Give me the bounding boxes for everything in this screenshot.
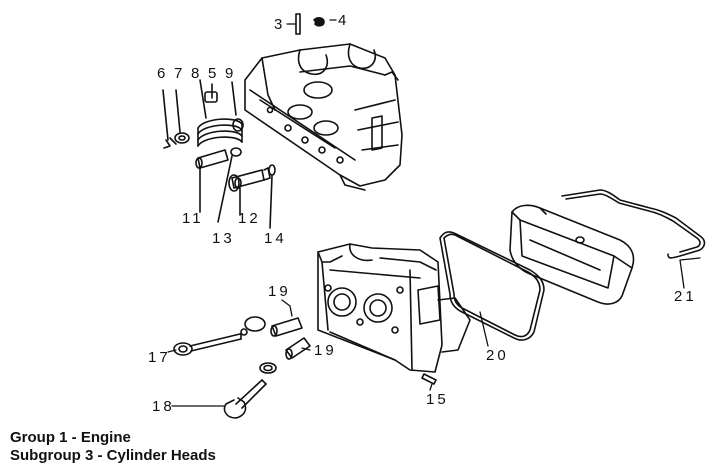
callout-8: 8 xyxy=(191,65,203,82)
cover-gasket-part-20 xyxy=(439,231,545,341)
nut-part-4 xyxy=(313,17,325,27)
callout-6: 6 xyxy=(157,65,169,82)
washer-part-14 xyxy=(268,164,276,229)
rocker-shaft-part-12 xyxy=(228,167,271,216)
washer-part-9 xyxy=(231,81,244,132)
retaining-clip-part-21 xyxy=(561,189,706,259)
exhaust-valve-part-17 xyxy=(173,328,248,356)
callout-5: 5 xyxy=(208,65,220,82)
valve-cover xyxy=(509,204,635,305)
callout-14: 14 xyxy=(264,230,287,247)
valve-spring-part-8 xyxy=(197,79,243,147)
intake-valve-part-18 xyxy=(223,362,277,419)
lower-cylinder-head xyxy=(317,243,471,373)
callout-15: 15 xyxy=(426,391,449,408)
valve-guide-part-11 xyxy=(195,149,229,213)
callout-13: 13 xyxy=(212,230,235,247)
valve-guide-part-5 xyxy=(204,83,218,103)
callout-4: 4 xyxy=(338,12,350,29)
callout-12: 12 xyxy=(238,210,261,227)
spring-retainer-part-7 xyxy=(174,89,190,144)
valve-guide-lower-part-19 xyxy=(285,337,311,360)
callout-21: 21 xyxy=(674,288,697,305)
leader-lines xyxy=(167,19,701,407)
callout-17: 17 xyxy=(148,349,171,366)
callout-3: 3 xyxy=(274,16,286,33)
stud-part-15 xyxy=(421,373,437,385)
callout-19-upper: 19 xyxy=(268,283,291,300)
valve-keepers-part-6 xyxy=(162,89,177,149)
seal-part-13 xyxy=(217,147,242,223)
subgroup-caption: Subgroup 3 - Cylinder Heads xyxy=(10,447,216,464)
stud-part-3 xyxy=(295,13,301,35)
callout-19-lower: 19 xyxy=(314,342,337,359)
upper-cylinder-head xyxy=(244,43,403,191)
callout-7: 7 xyxy=(174,65,186,82)
callout-11: 11 xyxy=(182,210,204,227)
callout-20: 20 xyxy=(486,347,509,364)
valve-guide-upper-part-19 xyxy=(244,316,303,337)
callout-9: 9 xyxy=(225,65,237,82)
callout-18: 18 xyxy=(152,398,175,415)
group-caption: Group 1 - Engine xyxy=(10,429,131,446)
